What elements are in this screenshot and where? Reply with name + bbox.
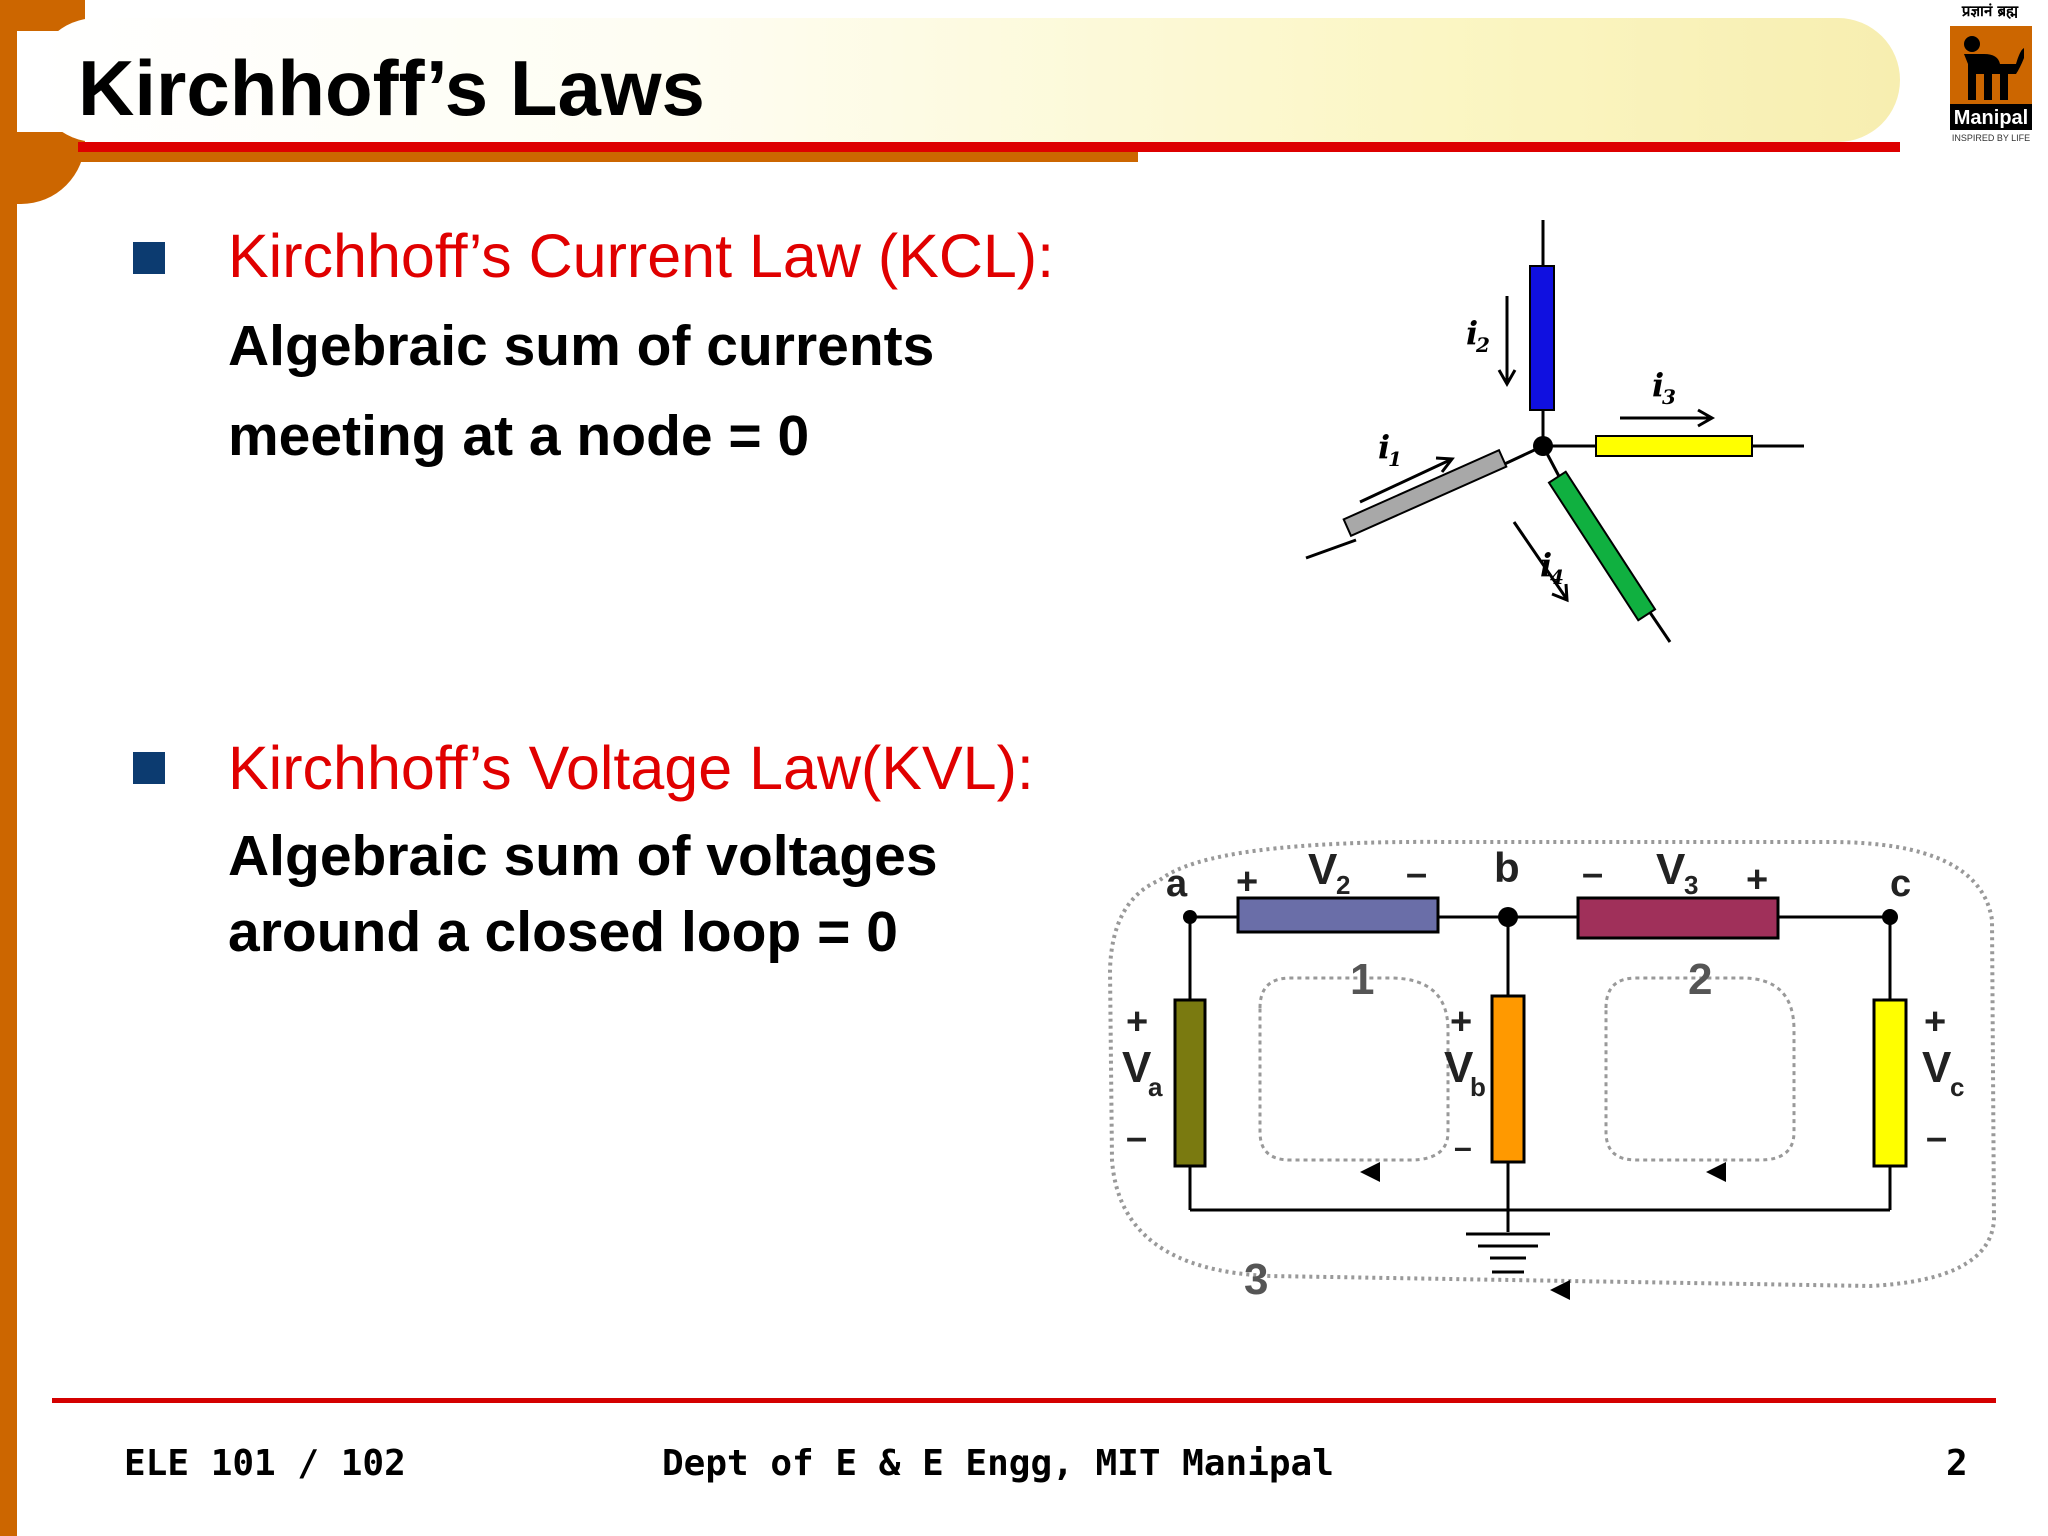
node-b-dot: [1498, 907, 1518, 927]
kvl-heading: Kirchhoff’s Voltage Law(KVL):: [228, 734, 1034, 802]
v2-sub: 2: [1336, 870, 1350, 900]
node-b-label: b: [1494, 844, 1520, 891]
kcl-line-1: Algebraic sum of currents: [228, 314, 935, 378]
node-a-label: a: [1166, 863, 1188, 905]
v2-minus: –: [1406, 853, 1427, 895]
vb-element: [1490, 994, 1526, 1164]
va-label: V: [1122, 1043, 1152, 1092]
node-c-dot: [1882, 909, 1898, 925]
v2-element: [1236, 896, 1440, 934]
title-underline-red: [78, 142, 1900, 152]
kcl-node: [1533, 436, 1553, 456]
kvl-circuit-diagram: a b c + V 2 – – V 3 + + V a – + V b – + …: [1107, 839, 1997, 1304]
page-number: 2: [1946, 1443, 1968, 1484]
left-accent-bar: [0, 0, 17, 1536]
vc-element: [1872, 998, 1908, 1168]
va-sub: a: [1148, 1072, 1163, 1102]
vc-plus: +: [1924, 1001, 1946, 1043]
title-banner: [34, 18, 1900, 142]
kvl-line-1: Algebraic sum of voltages: [228, 824, 938, 888]
kcl-bullet: [133, 242, 165, 274]
loop-1-label: 1: [1350, 955, 1374, 1004]
loop-3-arrow: [1550, 1280, 1570, 1300]
v3-minus: –: [1582, 853, 1603, 895]
va-plus: +: [1126, 1001, 1148, 1043]
i1-label: i: [1378, 428, 1390, 466]
vb-plus: +: [1450, 1001, 1472, 1043]
kcl-heading: Kirchhoff’s Current Law (KCL):: [228, 222, 1055, 290]
i2-branch-element: [1529, 265, 1555, 411]
vb-label: V: [1444, 1043, 1474, 1092]
v3-label: V: [1656, 845, 1686, 894]
i2-label: i: [1466, 314, 1478, 352]
slide-title: Kirchhoff’s Laws: [78, 44, 705, 132]
logo-tagline: INSPIRED BY LIFE: [1952, 133, 2030, 143]
loop-1-arrow: [1360, 1162, 1380, 1182]
loop-2-path: [1604, 976, 1796, 1162]
v3-element: [1576, 896, 1780, 940]
logo-motto: प्रज्ञानं ब्रह्म: [1961, 2, 2019, 20]
node-c-label: c: [1890, 863, 1911, 905]
loop-1-path: [1258, 976, 1450, 1162]
footer-rule: [52, 1398, 1996, 1403]
v2-plus: +: [1236, 861, 1258, 903]
node-a-dot: [1183, 910, 1197, 924]
i4-sub: 4: [1550, 565, 1564, 589]
vc-minus: –: [1926, 1117, 1947, 1159]
i4-label: i: [1540, 546, 1552, 584]
loop-3-label: 3: [1244, 1255, 1268, 1304]
i3-label: i: [1652, 366, 1664, 404]
kcl-line-2: meeting at a node = 0: [228, 404, 810, 468]
title-underline-orange: [78, 152, 1138, 162]
i4-branch-element: [1547, 470, 1657, 622]
vb-minus: –: [1454, 1129, 1472, 1165]
manipal-logo: प्रज्ञानं ब्रह्म Manipal INSPIRED BY LIF…: [1950, 2, 2032, 143]
vc-label: V: [1922, 1043, 1952, 1092]
vb-sub: b: [1470, 1072, 1486, 1102]
v3-sub: 3: [1684, 870, 1698, 900]
va-element: [1173, 998, 1207, 1168]
loop-2-arrow: [1706, 1162, 1726, 1182]
i2-sub: 2: [1475, 333, 1490, 357]
i1-sub: 1: [1388, 447, 1402, 471]
kcl-node-diagram: i 2 i 3 i 1 i 4: [1305, 220, 1804, 643]
footer-department: Dept of E & E Engg, MIT Manipal: [662, 1443, 1334, 1484]
kvl-line-2: around a closed loop = 0: [228, 900, 898, 964]
vc-sub: c: [1950, 1072, 1964, 1102]
logo-name: Manipal: [1954, 107, 2028, 129]
footer-course: ELE 101 / 102: [124, 1443, 406, 1484]
va-minus: –: [1126, 1117, 1147, 1159]
i3-sub: 3: [1662, 385, 1676, 409]
i3-branch-element: [1595, 435, 1753, 457]
corner-accent: [17, 132, 85, 204]
loop-2-label: 2: [1688, 955, 1712, 1004]
kvl-bullet: [133, 752, 165, 784]
v3-plus: +: [1746, 859, 1768, 901]
v2-label: V: [1308, 845, 1338, 894]
loop-3-path: [1107, 839, 1997, 1289]
i1-branch-element: [1342, 448, 1508, 538]
